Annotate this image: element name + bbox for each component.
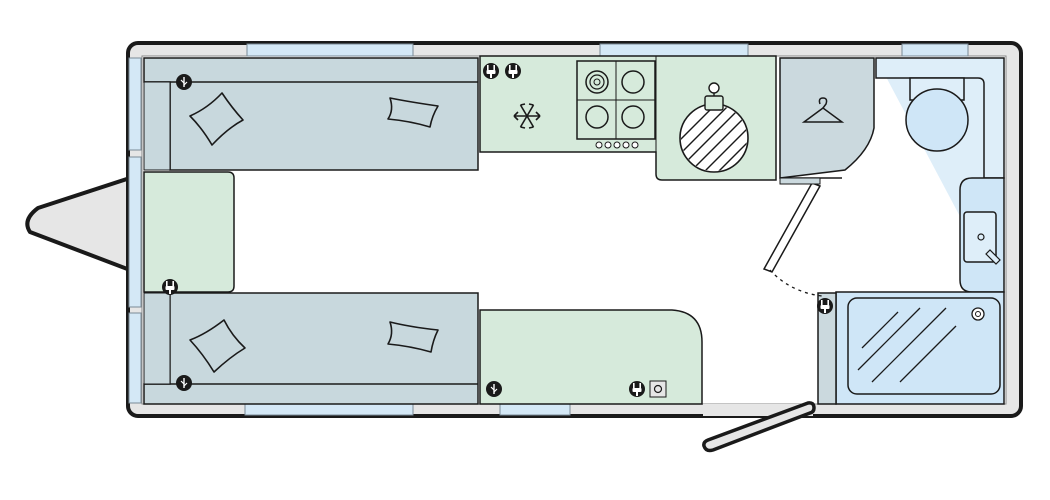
socket-icons	[162, 63, 833, 398]
wardrobe	[779, 57, 875, 179]
socket-kitchen-1	[483, 63, 499, 79]
socket-sideboard	[629, 381, 645, 397]
entrance-door[interactable]	[702, 401, 816, 453]
window-bottom-2	[499, 403, 571, 416]
window-front-1	[128, 57, 142, 151]
socket-front-left	[162, 279, 178, 295]
lounge-front-box-lower	[143, 292, 171, 385]
a-frame	[25, 176, 132, 272]
toilet-icon	[905, 77, 969, 152]
socket-door	[817, 298, 833, 314]
window-bottom-1	[244, 403, 414, 416]
usb-point-lounge	[486, 381, 502, 397]
front-chest	[143, 171, 235, 293]
snowflake-icon	[513, 103, 541, 129]
window-top-1	[246, 43, 414, 57]
coat-hanger-icon	[801, 97, 845, 123]
window-front-3	[128, 312, 142, 404]
windows	[128, 43, 969, 416]
shower-icon	[835, 291, 1005, 405]
window-top-2	[599, 43, 749, 57]
door-frame-top	[779, 177, 821, 185]
usb-point-lower	[176, 375, 192, 391]
socket-kitchen-2	[505, 63, 521, 79]
usb-point-upper	[176, 74, 192, 90]
window-front-2	[128, 156, 142, 308]
washroom-partition	[817, 292, 837, 405]
door-swing-arc	[769, 269, 823, 297]
tv-point-icon	[649, 380, 667, 398]
window-top-3	[901, 43, 969, 57]
hob-icon	[576, 60, 656, 149]
pillow-icon	[189, 92, 439, 373]
basin-icon	[959, 177, 1005, 293]
side-counter	[479, 309, 703, 405]
lounge-front-box-upper	[143, 81, 171, 171]
